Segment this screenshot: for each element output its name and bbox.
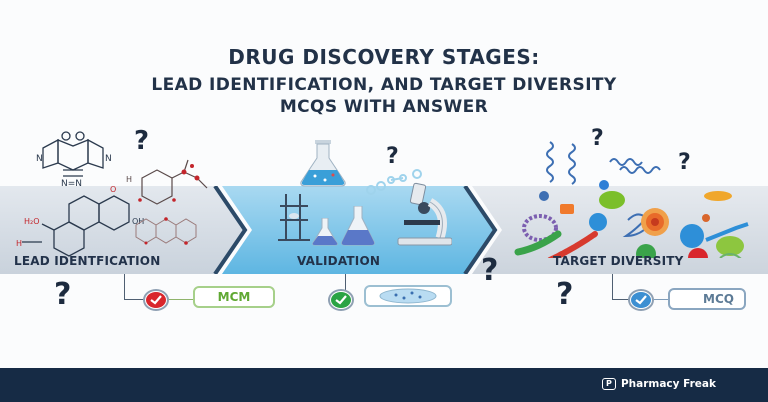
brand[interactable]: P Pharmacy Freak: [601, 378, 716, 390]
protein-targets-cluster: [514, 141, 749, 258]
question-mark-icon: ?: [134, 126, 150, 156]
svg-text:OH: OH: [132, 217, 144, 226]
phenol-molecule-icon: H: [126, 159, 208, 205]
fused-ring-molecule-icon: N N N=N: [36, 131, 112, 189]
quinoline-molecule-icon: H₂O H OH O: [16, 185, 144, 257]
stage-label-lead-identification: LEAD IDENTFICATION: [14, 254, 161, 268]
answer-check-badge: [143, 289, 169, 311]
answer-pill-mcq[interactable]: MCQ: [668, 288, 746, 310]
answer-link-line: [169, 299, 193, 300]
pharmacy-freak-logo-icon: P: [601, 378, 616, 390]
question-mark-icon: ?: [678, 150, 691, 175]
brand-name: Pharmacy Freak: [620, 378, 716, 390]
title-line-3: MCQS WITH ANSWER: [279, 97, 489, 117]
question-mark-icon: ?: [556, 277, 574, 312]
question-mark-icon: ?: [481, 253, 499, 288]
svg-text:O: O: [110, 185, 116, 194]
svg-text:N: N: [105, 154, 112, 164]
answer-link-line: [654, 299, 668, 300]
answer-connector-line: [124, 274, 144, 300]
answer-pill-mcm[interactable]: MCM: [193, 286, 275, 308]
petri-dish-icon: [379, 288, 437, 304]
question-mark-icon: ?: [591, 126, 604, 151]
question-mark-icon: ?: [386, 144, 399, 169]
answer-check-badge: [328, 289, 354, 311]
stage-label-validation: VALIDATION: [297, 254, 381, 268]
check-icon: [631, 292, 651, 308]
answer-check-badge: [628, 289, 654, 311]
check-icon: [331, 292, 351, 308]
footer-bar: P Pharmacy Freak: [0, 368, 768, 402]
svg-text:H: H: [126, 175, 132, 184]
answer-pill-petri-dish[interactable]: [364, 285, 452, 307]
molecule-chain-icon: [366, 169, 422, 195]
question-mark-icon: ?: [54, 277, 72, 312]
sugar-molecule-icon: [135, 217, 197, 245]
microscope-icon: [397, 182, 452, 246]
title-line-1: DRUG DISCOVERY STAGES:: [228, 45, 540, 69]
answer-connector-line: [612, 274, 630, 300]
title-line-2: LEAD IDENTIFICATION, AND TARGET DIVERSIT…: [151, 75, 617, 95]
test-tube-rack-icon: [278, 194, 310, 241]
flask-icon: [300, 140, 346, 187]
svg-text:H: H: [16, 239, 22, 248]
svg-text:N=N: N=N: [61, 179, 82, 189]
svg-text:N: N: [36, 154, 43, 164]
stage-label-target-diversity: TARGET DIVERSITY: [553, 254, 684, 268]
page-title: DRUG DISCOVERY STAGES: LEAD IDENTIFICATI…: [0, 44, 768, 118]
svg-text:H₂O: H₂O: [24, 217, 40, 226]
small-flask-icon: [312, 218, 338, 246]
check-icon: [146, 292, 166, 308]
answer-connector-line: [345, 274, 346, 292]
erlenmeyer-flask-icon: [341, 206, 375, 246]
